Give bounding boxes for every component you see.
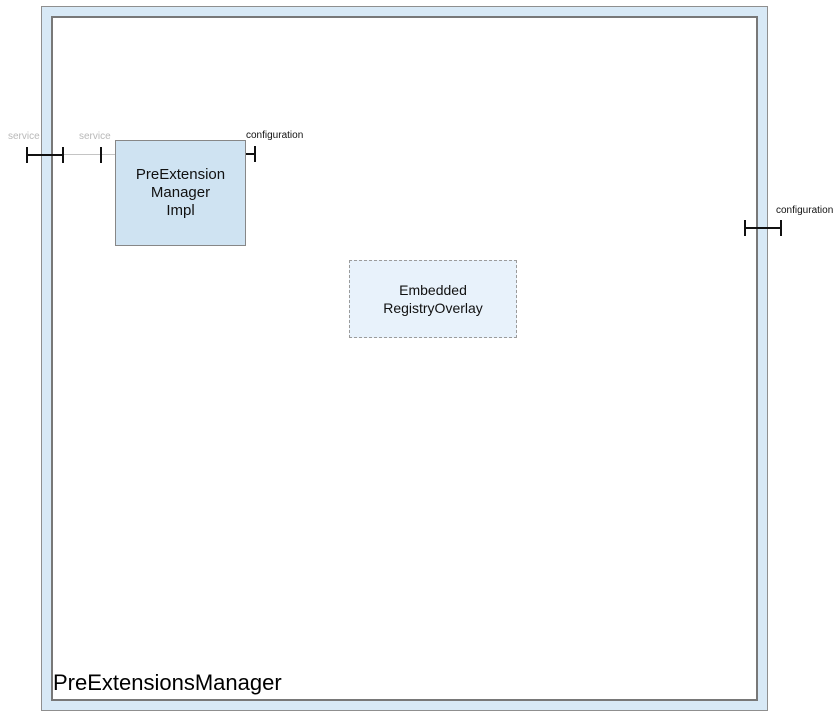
impl-configuration-line xyxy=(246,153,255,155)
impl-configuration-port-label: configuration xyxy=(246,130,304,141)
service-port-label-inner: service xyxy=(79,131,111,142)
component-preextensionmanagerimpl[interactable]: PreExtension Manager Impl xyxy=(115,140,246,246)
service-port-tick-outer[interactable] xyxy=(26,147,28,163)
impl-configuration-port-tick[interactable] xyxy=(254,146,256,162)
component-label-line: Impl xyxy=(166,202,195,219)
component-label-line: Embedded xyxy=(399,282,467,298)
composite-body xyxy=(51,16,758,701)
container-configuration-port-label: configuration xyxy=(776,205,834,216)
service-port-tick-inner[interactable] xyxy=(100,147,102,163)
container-configuration-tick-right[interactable] xyxy=(780,220,782,236)
composite-title: PreExtensionsManager xyxy=(53,670,282,695)
service-connector-line xyxy=(27,154,64,156)
service-port-label-outer: service xyxy=(8,131,40,142)
service-port-tick-mid[interactable] xyxy=(62,147,64,163)
service-connector-line-muted xyxy=(64,154,115,155)
component-label-line: RegistryOverlay xyxy=(383,300,483,316)
container-configuration-line xyxy=(745,227,781,229)
component-label-line: PreExtension xyxy=(135,166,226,183)
component-label-line: Manager xyxy=(150,184,211,201)
component-embeddedregistryoverlay[interactable]: Embedded RegistryOverlay xyxy=(349,260,517,338)
container-configuration-tick-left[interactable] xyxy=(744,220,746,236)
